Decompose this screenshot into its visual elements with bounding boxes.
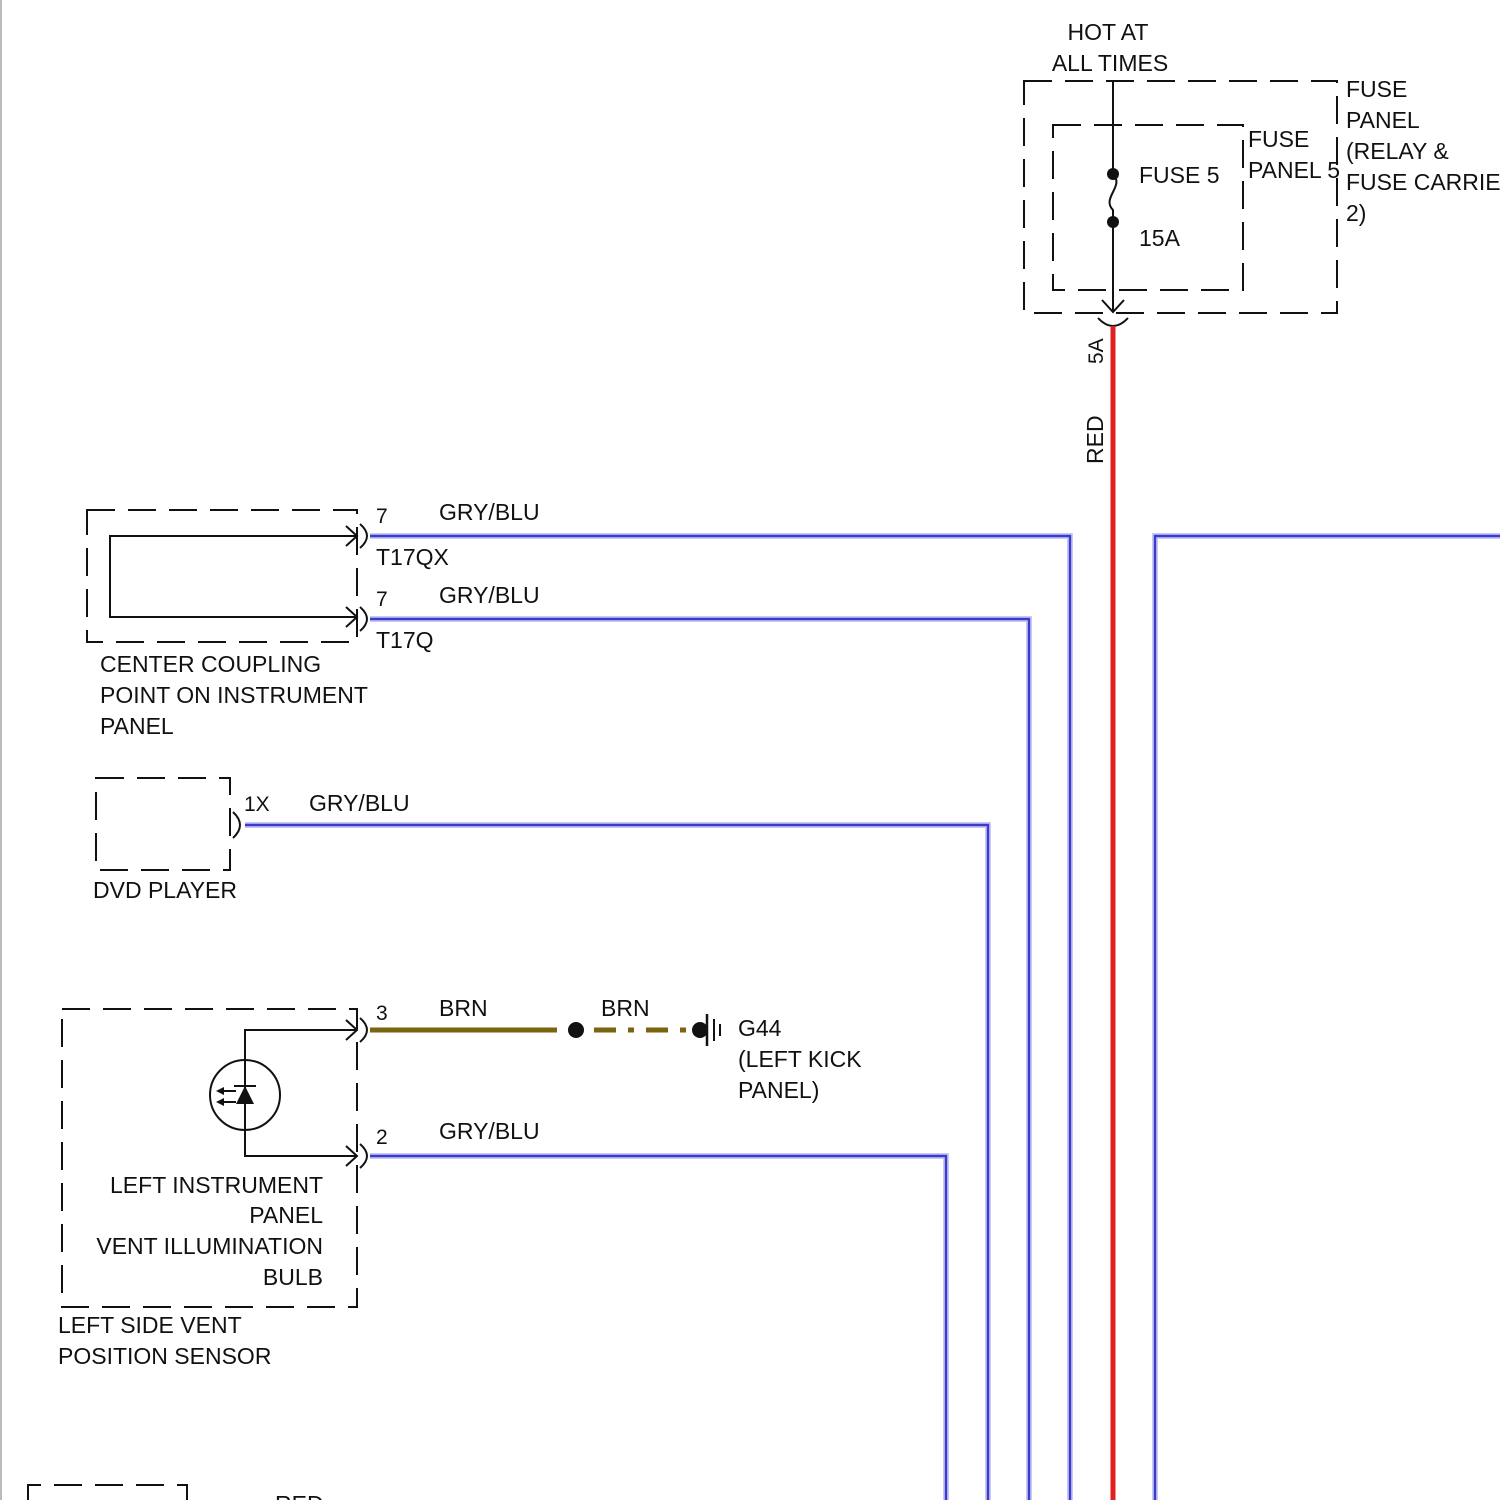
vent-sensor-box — [62, 1009, 357, 1307]
connector-socket-icon — [1098, 318, 1128, 326]
fuse-panel-outer-label-2: PANEL — [1346, 107, 1420, 133]
wire-t17q — [370, 619, 1029, 1500]
socket-vent-ground-icon — [360, 1018, 367, 1042]
wire-label-t17q: GRY/BLU — [439, 582, 540, 608]
splice-dot — [568, 1022, 584, 1038]
bulb-label-3: VENT ILLUMINATION — [96, 1233, 323, 1259]
dvd-player-label: DVD PLAYER — [93, 877, 237, 903]
center-coupling-label-2: POINT ON INSTRUMENT — [100, 682, 368, 708]
connector-t17qx: T17QX — [376, 544, 449, 570]
wire-vent-signal-halo — [370, 1156, 946, 1500]
bottom-partial-component: RED — [28, 1485, 324, 1500]
wire-label-dvd: GRY/BLU — [309, 790, 410, 816]
ground-label-3: PANEL) — [738, 1077, 819, 1103]
fuse-panel-inner-label-2: PANEL 5 — [1248, 157, 1340, 183]
ground-label-1: G44 — [738, 1015, 782, 1041]
wire-dvd — [245, 825, 988, 1500]
fuse-rating: 15A — [1139, 225, 1181, 251]
center-coupling-box — [87, 510, 357, 642]
fuse-output-pin: 5A — [1085, 338, 1108, 364]
wire-label-t17qx: GRY/BLU — [439, 499, 540, 525]
fuse-panel-outer-box — [1024, 81, 1337, 313]
vent-sensor: 3 2 LEFT INSTRUMENT PANEL VENT ILLUMINAT… — [58, 1002, 540, 1369]
blue-wires — [245, 536, 1500, 1500]
wire-vent-signal — [370, 1156, 946, 1500]
wire-t17q-halo — [370, 619, 1029, 1500]
fuse-panel-outer-label-1: FUSE — [1346, 76, 1407, 102]
fuse-panel-outer-label-3: (RELAY & — [1346, 138, 1449, 164]
socket-t17q-icon — [360, 607, 367, 631]
power-label-line1: HOT AT — [1068, 19, 1149, 45]
socket-vent-signal-icon — [360, 1144, 367, 1168]
fuse-panel-outer-label-5: 2) — [1346, 200, 1366, 226]
wire-right — [1155, 536, 1500, 1500]
wire-label-brn-1: BRN — [439, 995, 488, 1021]
fuse-icon — [1110, 174, 1117, 222]
center-coupling-label-1: CENTER COUPLING — [100, 651, 321, 677]
connector-t17q: T17Q — [376, 627, 434, 653]
socket-dvd-icon — [233, 812, 240, 838]
bulb-label-1: LEFT INSTRUMENT — [110, 1172, 323, 1198]
pin-vent-signal: 2 — [376, 1126, 388, 1149]
wire-label-vent-signal: GRY/BLU — [439, 1118, 540, 1144]
ground-icon — [700, 1014, 720, 1046]
dvd-player-box — [96, 778, 230, 870]
ground-circuit: BRN BRN G44 (LEFT KICK PANEL) — [370, 995, 862, 1103]
vent-sensor-label-1: LEFT SIDE VENT — [58, 1312, 242, 1338]
fuse-panel-inner-label-1: FUSE — [1248, 126, 1309, 152]
wire-label-brn-2: BRN — [601, 995, 650, 1021]
fuse-name: FUSE 5 — [1139, 162, 1220, 188]
fuse-panel: HOT AT ALL TIMES FUSE PANEL (RELAY & FUS… — [1024, 19, 1500, 464]
vent-sensor-internal-top — [245, 1030, 357, 1060]
led-bulb-icon — [210, 1060, 280, 1130]
pin-vent-ground: 3 — [376, 1002, 388, 1025]
bottom-wire-label: RED — [275, 1491, 324, 1500]
vent-sensor-internal-bottom — [245, 1130, 357, 1156]
pin-dvd: 1X — [244, 793, 270, 816]
center-coupling-label-3: PANEL — [100, 713, 174, 739]
pin-t17qx: 7 — [376, 505, 388, 528]
power-label-line2: ALL TIMES — [1052, 50, 1168, 76]
fuse-panel-outer-label-4: FUSE CARRIE — [1346, 169, 1500, 195]
wire-right-halo — [1155, 536, 1500, 1500]
bottom-partial-box — [28, 1485, 187, 1500]
ground-label-2: (LEFT KICK — [738, 1046, 862, 1072]
bulb-label-2: PANEL — [249, 1202, 323, 1228]
pin-t17q: 7 — [376, 588, 388, 611]
bulb-label-4: BULB — [263, 1264, 323, 1290]
vent-sensor-label-2: POSITION SENSOR — [58, 1343, 271, 1369]
socket-t17qx-icon — [360, 524, 367, 548]
wire-dvd-halo — [245, 825, 988, 1500]
red-wire-color-label: RED — [1082, 415, 1108, 464]
fuse-panel-inner-box — [1053, 125, 1243, 290]
center-coupling-jumper — [110, 536, 357, 617]
dvd-player: 1X GRY/BLU DVD PLAYER — [93, 778, 410, 903]
